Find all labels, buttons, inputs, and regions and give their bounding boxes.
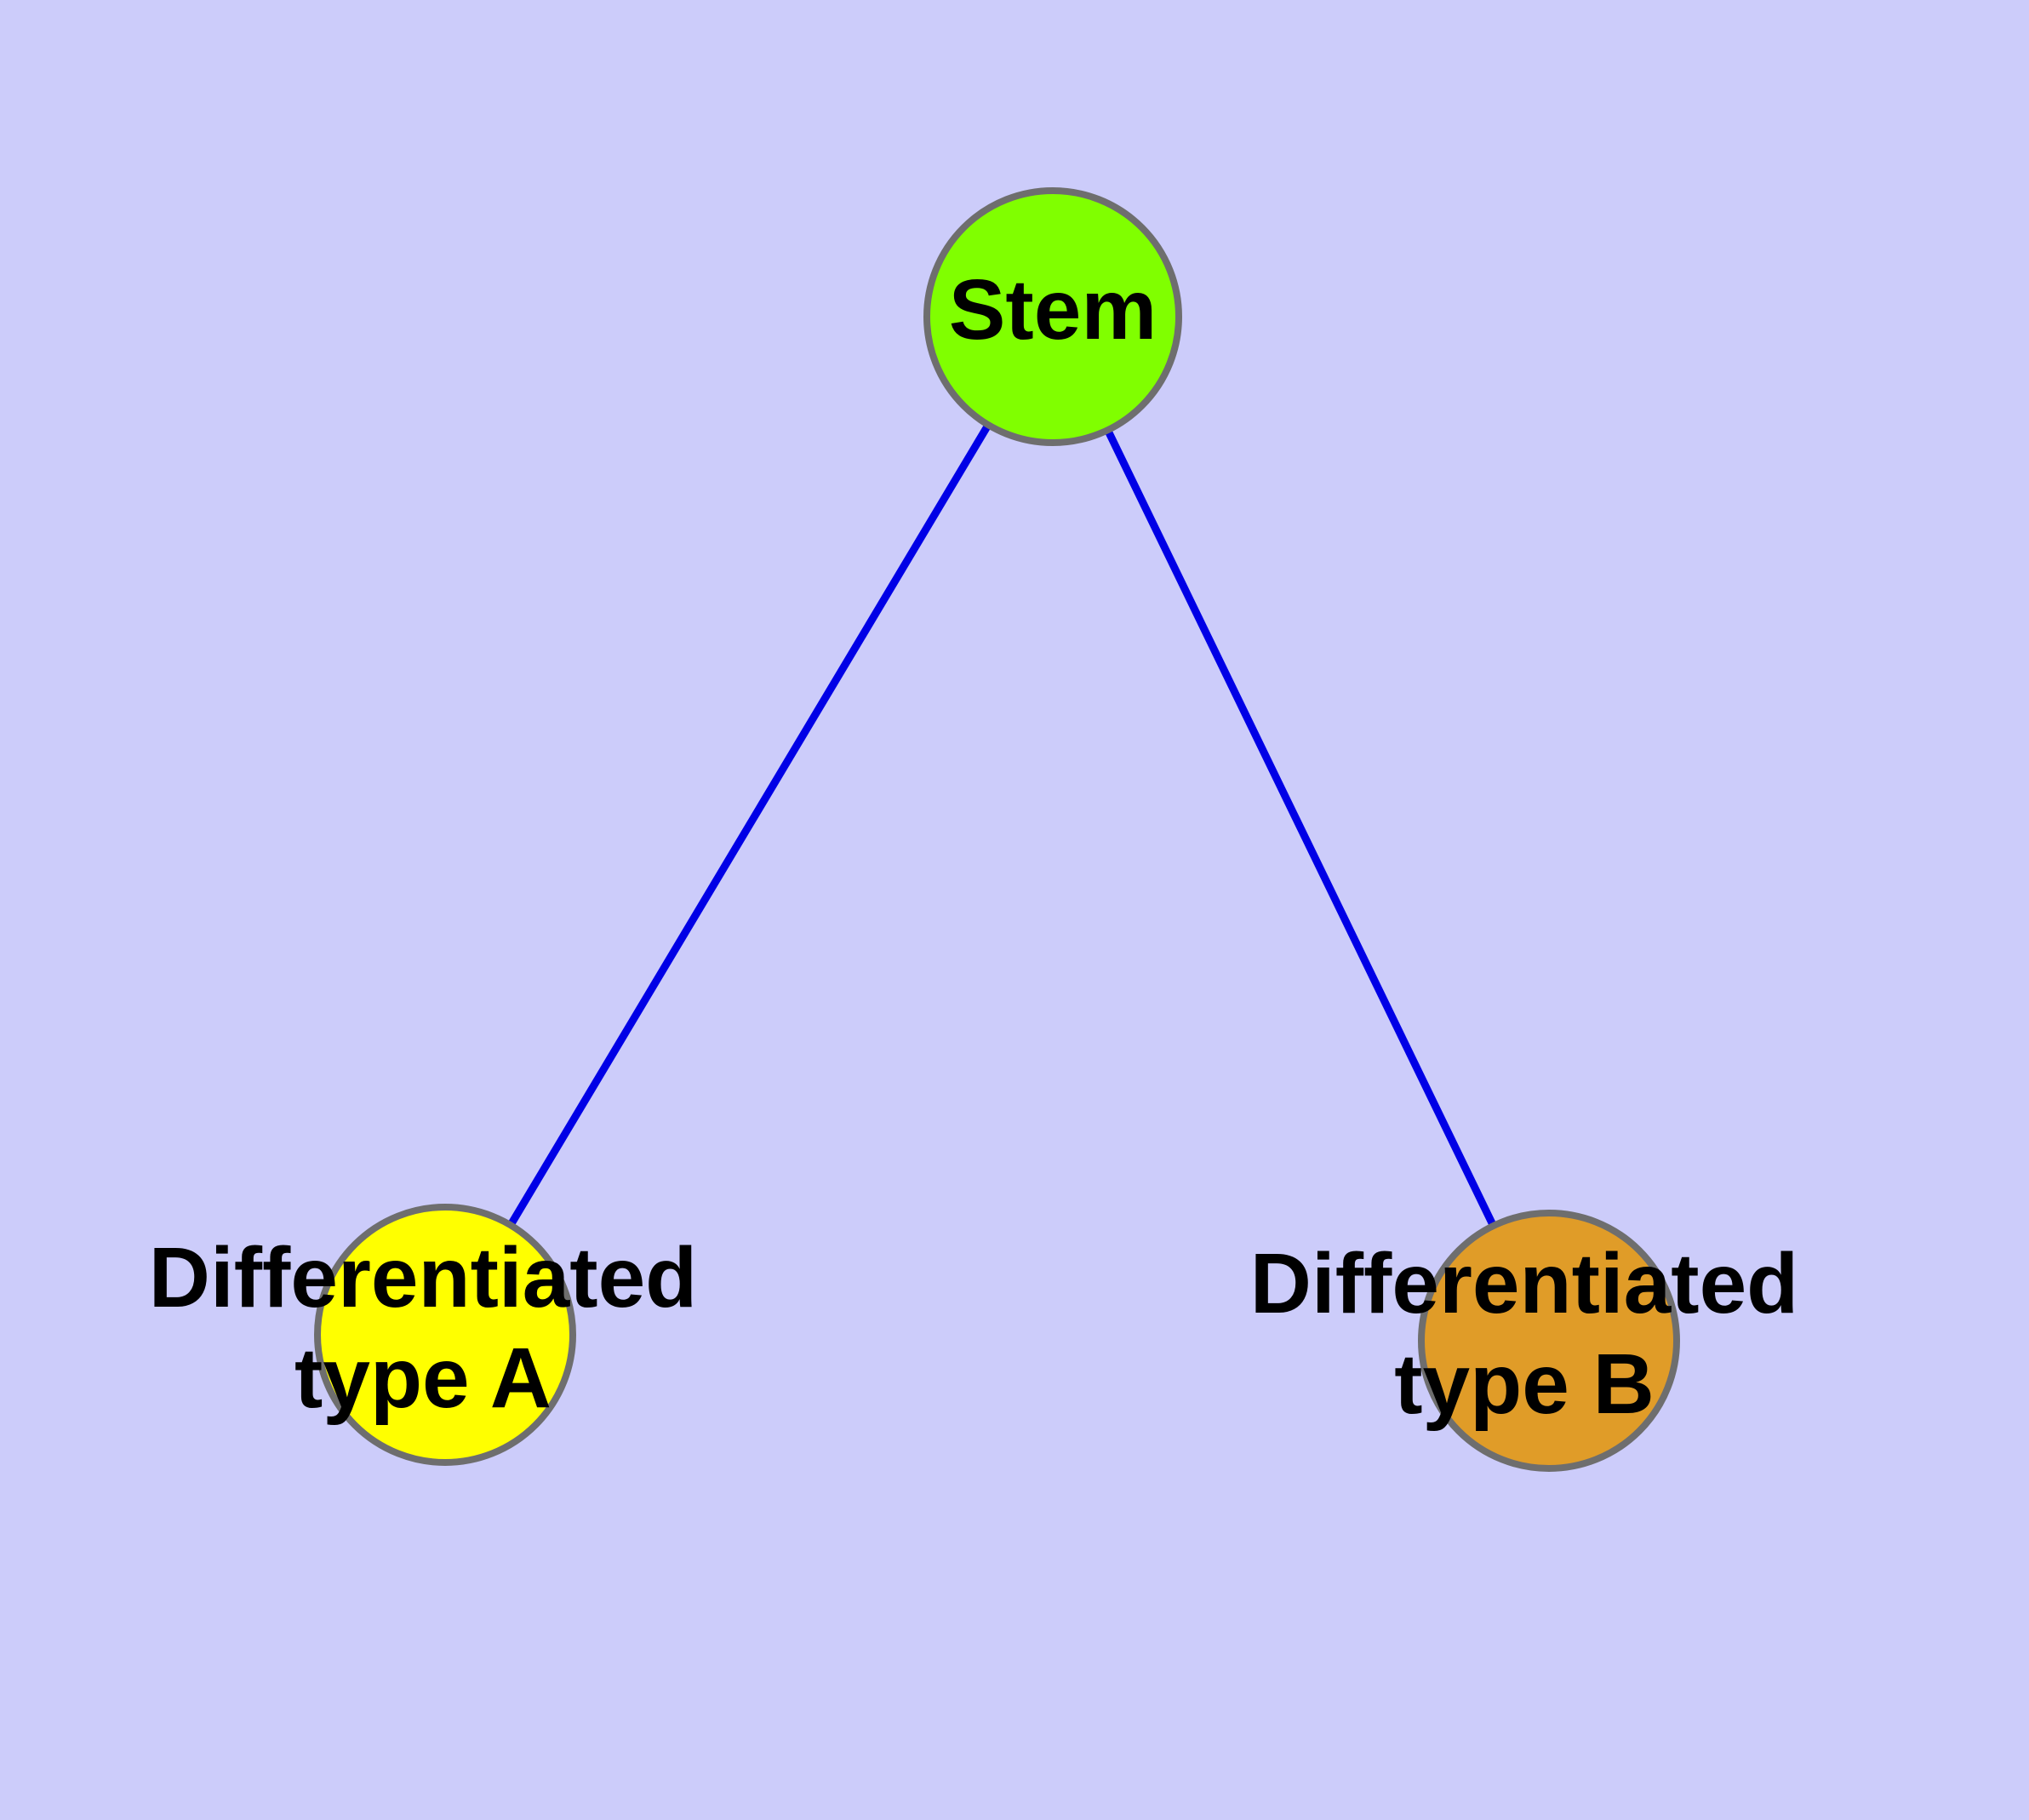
- node-differentiated-type-a[interactable]: [314, 1204, 576, 1466]
- node-differentiated-type-a-circle[interactable]: [314, 1204, 576, 1466]
- edge-stem-to-diff-b[interactable]: [1049, 315, 1553, 1342]
- label-line: Differentiated: [149, 1230, 698, 1325]
- node-differentiated-type-b[interactable]: [1418, 1210, 1680, 1472]
- node-stem-circle[interactable]: [923, 187, 1182, 446]
- label-line: Stem: [949, 262, 1157, 358]
- node-stem-label: Stem: [949, 262, 1157, 358]
- label-line: Differentiated: [1250, 1236, 1799, 1331]
- node-differentiated-type-b-circle[interactable]: [1418, 1210, 1680, 1472]
- edge-layer: [442, 314, 1553, 1342]
- edge-stem-to-diff-a[interactable]: [442, 314, 1056, 1337]
- label-line: type B: [1394, 1336, 1655, 1432]
- label-line: type A: [294, 1331, 552, 1426]
- node-stem[interactable]: Stem: [923, 187, 1182, 446]
